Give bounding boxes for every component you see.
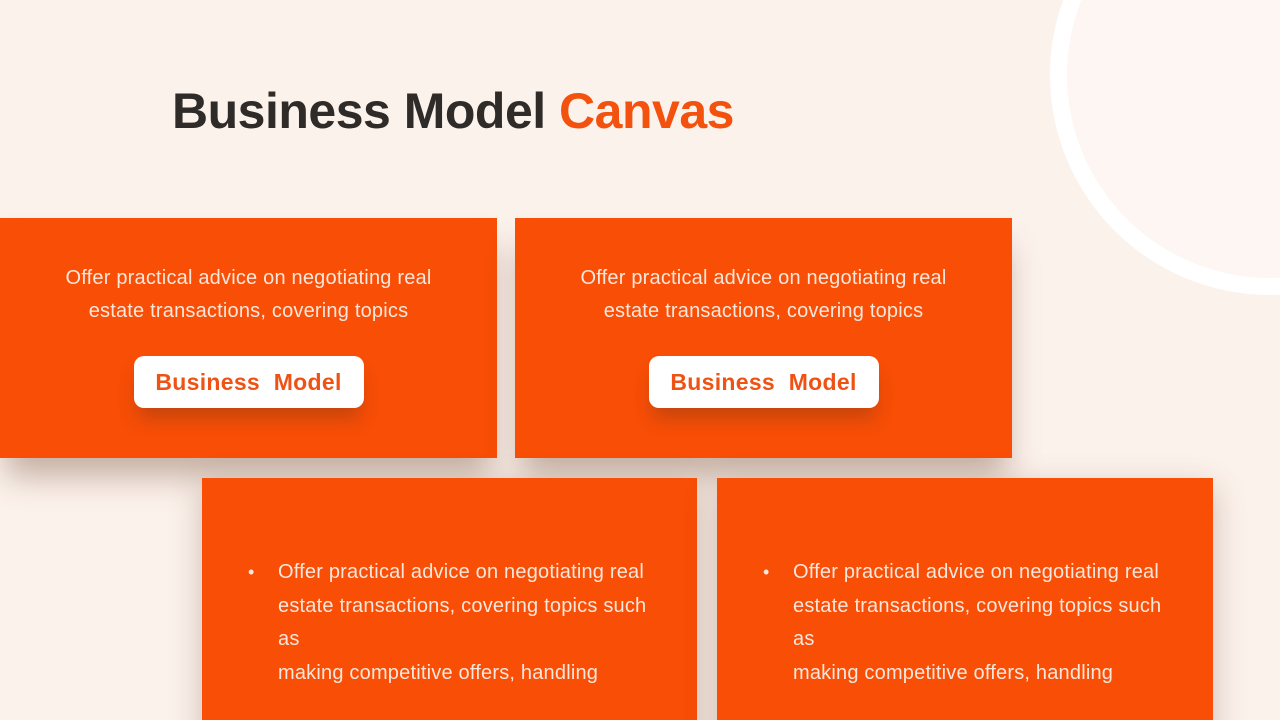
body-line: making competitive offers, handling <box>793 661 1114 684</box>
page-title: Business Model Canvas <box>172 82 734 140</box>
bottom-card-1-body: Offer practical advice on negotiating re… <box>278 556 667 690</box>
bullet-marker: • <box>763 562 770 582</box>
bottom-card-1: • Offer practical advice on negotiating … <box>202 478 697 720</box>
bullet-item: • Offer practical advice on negotiating … <box>202 478 697 690</box>
top-card-2: Offer practical advice on negotiating re… <box>515 218 1012 458</box>
body-line: Offer practical advice on negotiating re… <box>793 561 1160 583</box>
business-model-button-1[interactable]: Business Model <box>133 356 364 408</box>
page-title-accent: Canvas <box>559 83 734 139</box>
body-line: estate transactions, covering topics suc… <box>793 594 1162 651</box>
body-line: estate transactions, covering topics <box>603 300 924 322</box>
top-card-2-body: Offer practical advice on negotiating re… <box>580 262 946 328</box>
top-card-1: Offer practical advice on negotiating re… <box>0 218 497 458</box>
body-line: Offer practical advice on negotiating re… <box>580 267 947 289</box>
body-line: Offer practical advice on negotiating re… <box>278 561 645 583</box>
body-line: estate transactions, covering topics suc… <box>278 594 647 651</box>
top-card-1-body: Offer practical advice on negotiating re… <box>65 262 431 328</box>
circle-decoration <box>1050 0 1280 295</box>
bullet-item: • Offer practical advice on negotiating … <box>717 478 1213 690</box>
page-title-main: Business Model <box>172 83 546 139</box>
body-line: Offer practical advice on negotiating re… <box>65 267 432 289</box>
bottom-card-2-body: Offer practical advice on negotiating re… <box>793 556 1183 690</box>
body-line: estate transactions, covering topics <box>88 300 409 322</box>
body-line: making competitive offers, handling <box>278 661 599 684</box>
bottom-card-2: • Offer practical advice on negotiating … <box>717 478 1213 720</box>
bullet-marker: • <box>248 562 255 582</box>
business-model-button-2[interactable]: Business Model <box>648 356 879 408</box>
